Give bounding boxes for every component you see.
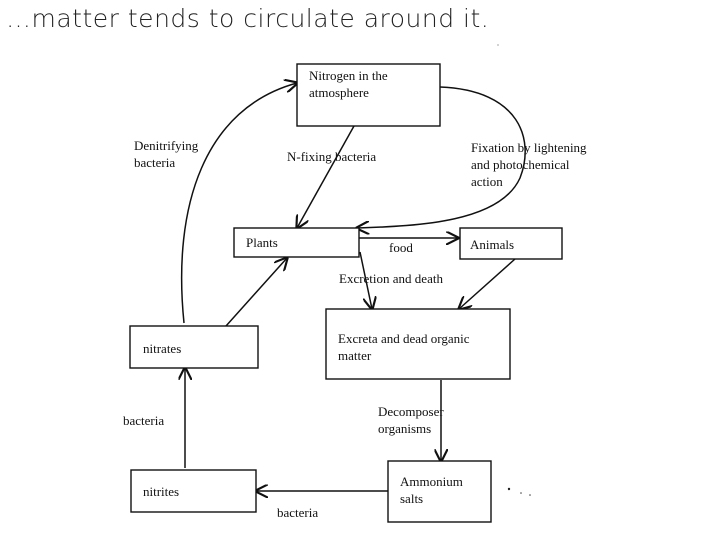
label-excretion-and-death: Excretion and death [339,271,443,286]
node-label: Ammonium salts [400,474,466,506]
node-nitrites: nitrites [130,469,257,513]
node-label: Excreta and dead organic matter [338,331,473,363]
node-excreta: Excreta and dead organic matter [325,308,511,380]
node-nitrates: nitrates [129,325,259,369]
label-bacteria-left: bacteria [123,413,164,428]
edge-plants-to-excreta [359,251,372,309]
edge-denitrification [180,83,297,324]
node-label: nitrites [143,484,179,499]
edge-nitrate-uptake [225,258,287,327]
label-bacteria-bottom: bacteria [277,505,318,520]
node-label: Plants [246,235,278,250]
label-food: food [389,240,413,255]
slide-title: …matter tends to circulate around it. [6,4,490,33]
node-label: nitrates [143,341,181,356]
node-animals: Animals [459,227,563,260]
node-ammonium: Ammonium salts [387,460,492,523]
node-label: Animals [470,237,514,252]
edge-animals-to-excreta [459,258,516,309]
scan-specks [497,44,531,496]
edge-fixation [357,86,526,228]
node-plants: Plants [233,227,360,258]
label-denitrifying-bacteria: Denitrifying bacteria [134,138,202,170]
edge-n-fixing [297,125,355,228]
label-n-fixing-bacteria: N-fixing bacteria [287,149,376,164]
label-decomposer-organisms: Decomposer organisms [378,404,447,436]
node-label: Nitrogen in the atmosphere [309,68,391,100]
node-atmosphere: Nitrogen in the atmosphere [296,63,441,127]
label-fixation: Fixation by lightening and photochemical… [471,140,590,189]
